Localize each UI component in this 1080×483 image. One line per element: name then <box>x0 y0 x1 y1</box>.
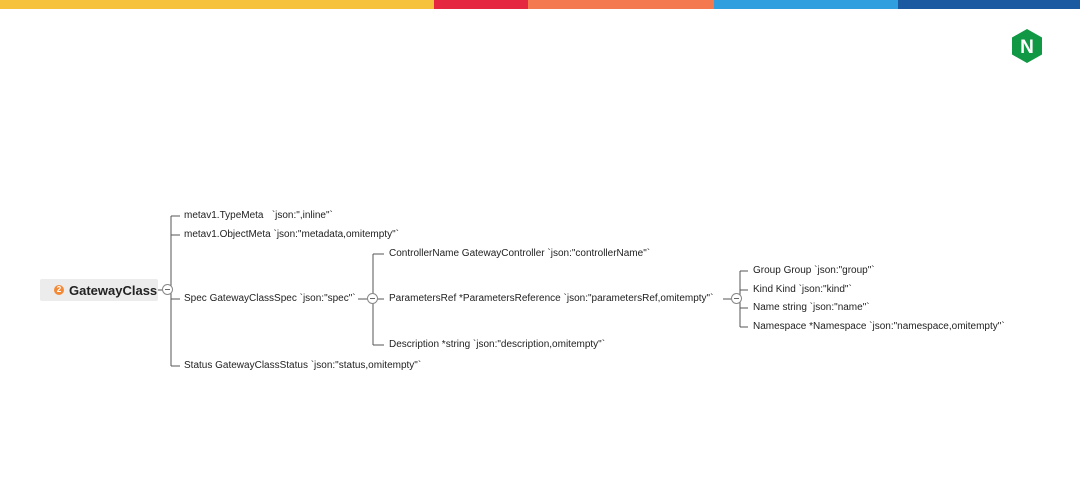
logo-letter: N <box>1020 37 1034 58</box>
node-group[interactable]: Group Group `json:"group"` <box>753 265 875 276</box>
bar-segment-yellow <box>0 0 434 9</box>
collapse-toggle-root[interactable] <box>162 284 173 295</box>
node-spec[interactable]: Spec GatewayClassSpec `json:"spec"` <box>184 293 356 304</box>
node-controllername[interactable]: ControllerName GatewayController `json:"… <box>389 248 651 259</box>
node-description[interactable]: Description *string `json:"description,o… <box>389 339 606 350</box>
node-typemeta[interactable]: metav1.TypeMeta `json:",inline"` <box>184 210 333 221</box>
node-objectmeta[interactable]: metav1.ObjectMeta `json:"metadata,omitem… <box>184 229 399 240</box>
node-status[interactable]: Status GatewayClassStatus `json:"status,… <box>184 360 422 371</box>
root-badge: 2 <box>54 285 64 295</box>
bar-segment-red <box>434 0 528 9</box>
node-namespace[interactable]: Namespace *Namespace `json:"namespace,om… <box>753 321 1005 332</box>
bar-segment-orange <box>528 0 714 9</box>
collapse-toggle-spec[interactable] <box>367 293 378 304</box>
top-color-bar <box>0 0 1080 9</box>
bar-segment-navy <box>898 0 1080 9</box>
collapse-toggle-params[interactable] <box>731 293 742 304</box>
root-node-gatewayclass[interactable]: 2 GatewayClass <box>40 279 158 301</box>
bar-segment-blue <box>714 0 898 9</box>
node-kind[interactable]: Kind Kind `json:"kind"` <box>753 284 852 295</box>
root-label: GatewayClass <box>69 282 158 298</box>
node-name[interactable]: Name string `json:"name"` <box>753 302 870 313</box>
nginx-logo-icon: N <box>1012 29 1042 63</box>
node-parametersref[interactable]: ParametersRef *ParametersReference `json… <box>389 293 714 304</box>
